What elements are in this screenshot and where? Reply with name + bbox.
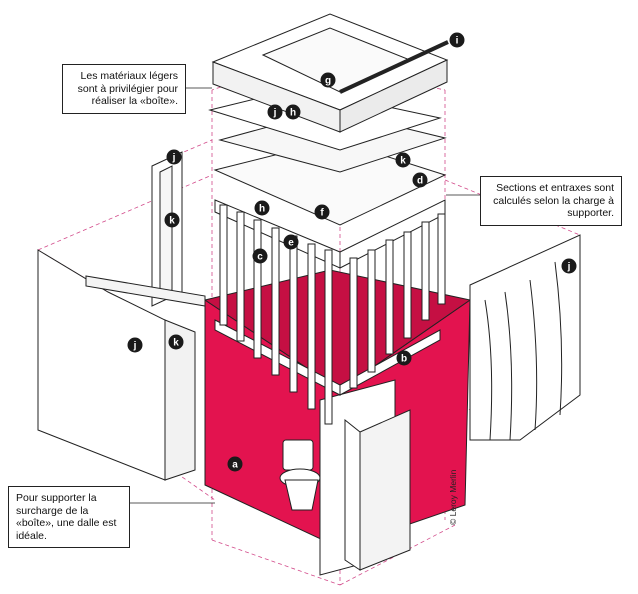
svg-text:c: c bbox=[257, 252, 263, 263]
tag-e: e bbox=[283, 234, 299, 250]
svg-text:b: b bbox=[401, 354, 407, 365]
stud bbox=[324, 249, 333, 425]
stud bbox=[271, 227, 280, 376]
callout-materials: Les matériaux légers sont à privilégier … bbox=[62, 64, 186, 114]
tag-k: k bbox=[395, 152, 411, 168]
stud bbox=[253, 219, 262, 359]
svg-text:j: j bbox=[133, 341, 137, 352]
stud bbox=[307, 243, 316, 410]
batten-panel-inner bbox=[159, 165, 173, 297]
tag-j: j bbox=[166, 149, 182, 165]
svg-text:k: k bbox=[169, 216, 175, 227]
tag-j: j bbox=[267, 104, 283, 120]
left-panels bbox=[37, 151, 206, 481]
tag-b: b bbox=[396, 350, 412, 366]
stud bbox=[219, 204, 228, 326]
stud bbox=[289, 235, 298, 393]
callout-slab: Pour supporter la surcharge de la «boîte… bbox=[8, 486, 130, 548]
svg-text:e: e bbox=[288, 238, 294, 249]
svg-text:i: i bbox=[456, 36, 459, 47]
stud-strip bbox=[85, 275, 206, 307]
svg-text:k: k bbox=[173, 338, 179, 349]
stud bbox=[437, 213, 446, 305]
tag-h: h bbox=[254, 200, 270, 216]
stud bbox=[403, 231, 412, 339]
tag-j: j bbox=[127, 337, 143, 353]
svg-text:j: j bbox=[273, 108, 277, 119]
credit-text: © Leroy Merlin bbox=[448, 469, 458, 525]
callout-leaders bbox=[130, 87, 480, 504]
stud bbox=[236, 211, 245, 342]
toilet bbox=[279, 439, 321, 511]
svg-text:a: a bbox=[232, 460, 238, 471]
tag-d: d bbox=[412, 172, 428, 188]
partition-wall bbox=[344, 418, 361, 571]
tag-h: h bbox=[285, 104, 301, 120]
stud bbox=[385, 239, 394, 355]
svg-text:h: h bbox=[259, 204, 265, 215]
svg-text:d: d bbox=[417, 176, 423, 187]
tag-a: a bbox=[227, 456, 243, 472]
tag-c: c bbox=[252, 248, 268, 264]
stud bbox=[349, 257, 358, 389]
frame-studs bbox=[219, 204, 446, 425]
partition-wall-face bbox=[359, 409, 411, 571]
svg-text:g: g bbox=[325, 76, 331, 87]
front-panels bbox=[319, 379, 411, 576]
svg-text:j: j bbox=[567, 262, 571, 273]
svg-text:k: k bbox=[400, 156, 406, 167]
tag-g: g bbox=[320, 72, 336, 88]
ceiling-layers bbox=[208, 13, 449, 173]
svg-text:j: j bbox=[172, 153, 176, 164]
tag-f: f bbox=[314, 204, 330, 220]
insulation-panel bbox=[164, 319, 196, 481]
svg-text:f: f bbox=[320, 208, 324, 219]
stud bbox=[421, 221, 430, 321]
stud bbox=[367, 249, 376, 373]
svg-text:h: h bbox=[290, 108, 296, 119]
roof-box-side bbox=[339, 59, 448, 133]
right-panel bbox=[469, 234, 581, 441]
tag-k: k bbox=[168, 334, 184, 350]
tag-j: j bbox=[561, 258, 577, 274]
tag-i: i bbox=[449, 32, 465, 48]
callout-sections: Sections et entraxes sont calculés selon… bbox=[480, 176, 622, 226]
tag-k: k bbox=[164, 212, 180, 228]
